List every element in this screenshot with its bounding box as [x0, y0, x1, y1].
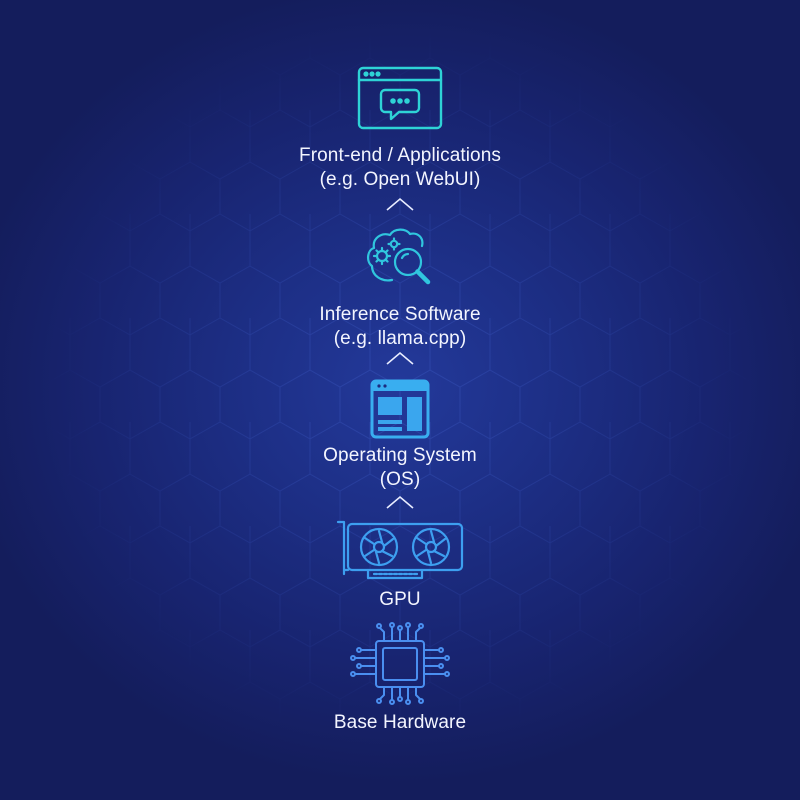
cpu-chip-icon [347, 620, 453, 706]
brain-magnifier-icon [364, 226, 436, 290]
browser-chat-icon [357, 66, 443, 130]
os-title: Operating System [323, 445, 477, 466]
window-layout-icon [369, 378, 431, 440]
inference-title: Inference Software [319, 304, 481, 325]
chevron-up-icon [385, 350, 415, 371]
gpu-title: GPU [379, 589, 421, 610]
chevron-up-icon [385, 196, 415, 217]
os-label: Operating System (OS) [0, 444, 800, 492]
frontend-example: (e.g. Open WebUI) [319, 169, 481, 190]
hardware-label: Base Hardware [0, 711, 800, 735]
chevron-up-icon [385, 494, 415, 515]
inference-example: (e.g. llama.cpp) [333, 328, 467, 349]
inference-label: Inference Software (e.g. llama.cpp) [0, 303, 800, 351]
frontend-title: Front-end / Applications [298, 145, 501, 166]
os-example: (OS) [379, 469, 421, 490]
hardware-title: Base Hardware [333, 712, 467, 733]
gpu-card-icon [334, 516, 466, 582]
gpu-label: GPU [0, 588, 800, 612]
frontend-label: Front-end / Applications (e.g. Open WebU… [0, 144, 800, 192]
